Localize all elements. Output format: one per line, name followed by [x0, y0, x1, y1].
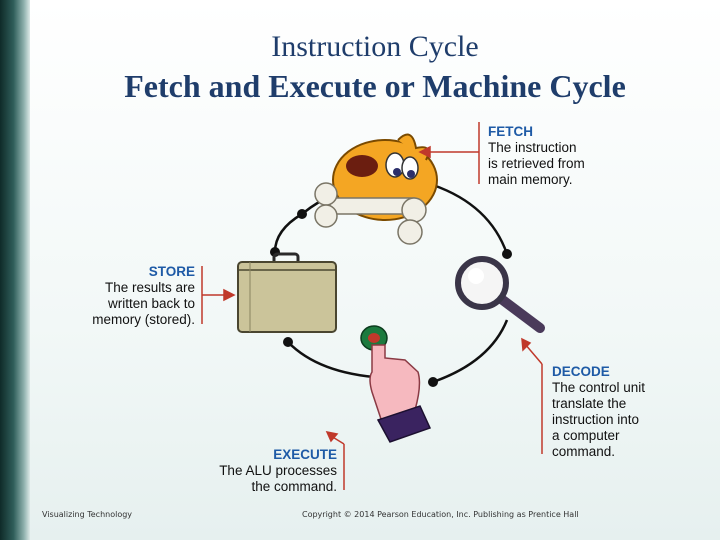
magnifying-glass-icon	[455, 256, 545, 333]
briefcase-icon	[237, 252, 337, 333]
footer-copyright: Copyright © 2014 Pearson Education, Inc.…	[302, 510, 579, 519]
store-line: written back to	[107, 296, 195, 311]
decode-line: The control unit	[552, 380, 646, 395]
execute-label: EXECUTE The ALU processes the command.	[190, 447, 337, 495]
fetch-line: is retrieved from	[488, 156, 585, 171]
decode-line: instruction into	[552, 412, 640, 427]
execute-heading: EXECUTE	[273, 447, 337, 462]
execute-line: the command.	[251, 479, 337, 494]
fetch-label: FETCH The instruction is retrieved from …	[488, 124, 585, 188]
decode-line: translate the	[552, 396, 627, 411]
store-heading: STORE	[148, 264, 195, 279]
side-accent-bar	[0, 0, 30, 540]
store-label: STORE The results are written back to me…	[70, 264, 195, 328]
fetch-line: The instruction	[488, 140, 577, 155]
decode-line: command.	[552, 444, 616, 459]
dog-with-bone-icon	[314, 133, 438, 245]
fetch-heading: FETCH	[488, 124, 533, 139]
store-line: The results are	[104, 280, 195, 295]
execute-line: The ALU processes	[219, 463, 337, 478]
slide-background	[30, 0, 720, 540]
decode-line: a computer	[552, 428, 620, 443]
stage-arrows	[201, 122, 543, 490]
decode-label: DECODE The control unit translate the in…	[552, 364, 645, 460]
hand-pressing-button-icon	[360, 325, 432, 443]
decode-heading: DECODE	[552, 364, 610, 379]
store-line: memory (stored).	[92, 312, 195, 327]
slide-subtitle: Fetch and Execute or Machine Cycle	[124, 68, 626, 104]
footer-course-title: Visualizing Technology	[42, 510, 133, 519]
slide-title: Instruction Cycle	[271, 30, 479, 63]
cycle-nodes	[270, 209, 512, 387]
fetch-line: main memory.	[488, 172, 573, 187]
